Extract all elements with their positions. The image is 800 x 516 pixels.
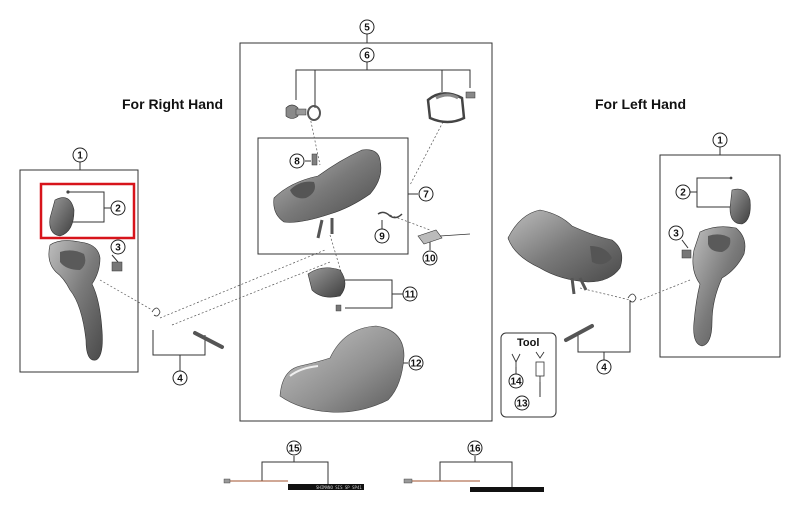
right-hand-title: For Right Hand bbox=[122, 96, 224, 112]
callout-circle bbox=[374, 228, 390, 244]
callout-label: 1 bbox=[77, 151, 83, 162]
callout-label: 5 bbox=[364, 23, 370, 34]
callout-label: 16 bbox=[469, 444, 481, 455]
callout-circle bbox=[110, 239, 126, 255]
callout-10[interactable]: 10 bbox=[422, 250, 438, 266]
callout-circle bbox=[110, 200, 126, 216]
callout-7[interactable]: 7 bbox=[418, 186, 434, 202]
callout-circle bbox=[418, 186, 434, 202]
callout-label: 2 bbox=[680, 188, 686, 199]
callout-label: 6 bbox=[364, 51, 370, 62]
callout-circle bbox=[596, 359, 612, 375]
inner-bracket-box bbox=[257, 137, 409, 255]
cable-16 bbox=[403, 478, 544, 492]
callout-label: 10 bbox=[424, 254, 436, 265]
callout-9[interactable]: 9 bbox=[374, 228, 390, 244]
callout-label: 15 bbox=[288, 444, 300, 455]
callout-14[interactable]: 14 bbox=[508, 373, 524, 389]
callout-label: 4 bbox=[601, 363, 607, 374]
callout-1[interactable]: 1 bbox=[712, 132, 728, 148]
callout-circle bbox=[289, 153, 305, 169]
callout-circle bbox=[467, 440, 483, 456]
callout-label: 1 bbox=[717, 136, 723, 147]
callout-label: 12 bbox=[410, 359, 422, 370]
callout-5[interactable]: 5 bbox=[359, 19, 375, 35]
callout-15[interactable]: 15 bbox=[286, 440, 302, 456]
callout-circle bbox=[359, 47, 375, 63]
cable-label: SHIMANO SIS SP SP41 bbox=[316, 485, 362, 490]
tool-box bbox=[500, 332, 557, 418]
callout-circle bbox=[72, 147, 88, 163]
callout-circle bbox=[668, 225, 684, 241]
callout-label: 9 bbox=[379, 232, 385, 243]
callout-circle bbox=[508, 373, 524, 389]
callout-circle bbox=[422, 250, 438, 266]
callout-circle bbox=[172, 370, 188, 386]
callout-4[interactable]: 4 bbox=[596, 359, 612, 375]
tool-items bbox=[511, 351, 545, 384]
callout-label: 3 bbox=[673, 229, 679, 240]
callout-16[interactable]: 16 bbox=[467, 440, 483, 456]
callout-3[interactable]: 3 bbox=[668, 225, 684, 241]
callout-6[interactable]: 6 bbox=[359, 47, 375, 63]
callout-4[interactable]: 4 bbox=[172, 370, 188, 386]
callout-2[interactable]: 2 bbox=[110, 200, 126, 216]
callout-label: 3 bbox=[115, 243, 121, 254]
callout-label: 8 bbox=[294, 157, 300, 168]
center-assembly-box bbox=[239, 42, 493, 422]
highlight-box[interactable] bbox=[39, 182, 136, 240]
callout-label: 2 bbox=[115, 204, 121, 215]
center-assembly-parts bbox=[273, 91, 476, 413]
tool-title: Tool bbox=[517, 337, 539, 349]
callout-circle bbox=[359, 19, 375, 35]
leader-lines bbox=[68, 34, 730, 487]
callout-3[interactable]: 3 bbox=[110, 239, 126, 255]
left-hand-assembly bbox=[507, 176, 751, 347]
callout-8[interactable]: 8 bbox=[289, 153, 305, 169]
right-lever-assembly bbox=[48, 190, 224, 361]
callout-circle bbox=[675, 184, 691, 200]
callout-12[interactable]: 12 bbox=[408, 355, 424, 371]
callout-label: 4 bbox=[177, 374, 183, 385]
callout-circle bbox=[712, 132, 728, 148]
dashed-guides bbox=[99, 116, 691, 326]
callout-1[interactable]: 1 bbox=[72, 147, 88, 163]
callout-11[interactable]: 11 bbox=[402, 286, 418, 302]
callout-label: 14 bbox=[510, 377, 522, 388]
callout-2[interactable]: 2 bbox=[675, 184, 691, 200]
callout-circle bbox=[286, 440, 302, 456]
callout-label: 11 bbox=[405, 290, 416, 301]
callout-circle bbox=[408, 355, 424, 371]
cable-15: SHIMANO SIS SP SP41 bbox=[223, 478, 364, 490]
callout-label: 13 bbox=[516, 399, 528, 410]
callout-label: 7 bbox=[423, 190, 429, 201]
callout-circle bbox=[514, 395, 530, 411]
left-hand-title: For Left Hand bbox=[595, 96, 686, 112]
right-lever-box bbox=[19, 169, 139, 373]
callout-circle bbox=[402, 286, 418, 302]
callout-13[interactable]: 13 bbox=[514, 395, 530, 411]
